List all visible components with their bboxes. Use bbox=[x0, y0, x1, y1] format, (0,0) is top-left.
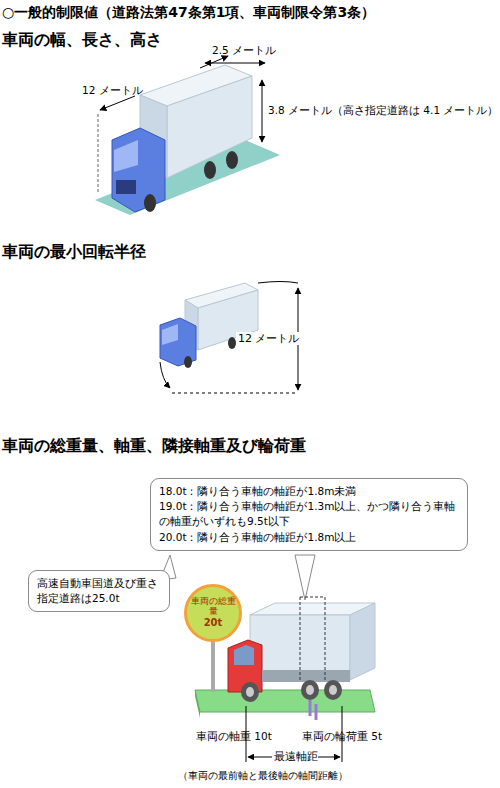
section-heading: 車両の総重量、軸重、隣接軸重及び輪荷重 bbox=[2, 436, 306, 455]
dimension-label: 12 メートル bbox=[82, 84, 143, 97]
dimension-label: 12 メートル bbox=[236, 332, 302, 345]
node-text: 車両の総重量 bbox=[187, 597, 239, 617]
weight-label: 車両の軸重 10t bbox=[196, 730, 272, 743]
callout-bubble: 高速自動車国道及び重さ指定道路は25.0t bbox=[28, 570, 170, 612]
page-title: ○一般的制限値（道路法第47条第1項、車両制限令第3条） bbox=[2, 4, 375, 21]
dimension-label: 3.8 メートル（高さ指定道路は 4.1 メートル） bbox=[268, 104, 498, 117]
dimension-label: 最遠軸距 bbox=[274, 750, 318, 763]
section-heading: 車両の最小回転半径 bbox=[2, 242, 146, 261]
node-text: 18.0t：隣り合う車軸の軸距が1.8m未満 bbox=[159, 484, 459, 499]
truck-dimensions bbox=[95, 56, 280, 215]
node-text: 20t bbox=[204, 617, 223, 629]
node-text: 19.0t：隣り合う車軸の軸距が1.3m以上、かつ隣り合う車軸の軸重がいずれも9… bbox=[159, 499, 459, 529]
section-heading: 車両の幅、長さ、高さ bbox=[2, 30, 162, 49]
dimension-label: 2.5 メートル bbox=[212, 44, 276, 57]
weight-label: 車両の輪荷重 5t bbox=[302, 730, 382, 743]
note-label: （車両の最前軸と最後軸の軸間距離） bbox=[178, 770, 348, 782]
node-text: 20.0t：隣り合う車軸の軸距が1.8m以上 bbox=[159, 530, 459, 545]
callout-bubble: 18.0t：隣り合う車軸の軸距が1.8m未満19.0t：隣り合う車軸の軸距が1.… bbox=[150, 478, 468, 551]
weight-sign: 車両の総重量20t bbox=[184, 584, 242, 642]
node-text: 高速自動車国道及び重さ指定道路は25.0t bbox=[37, 576, 161, 606]
